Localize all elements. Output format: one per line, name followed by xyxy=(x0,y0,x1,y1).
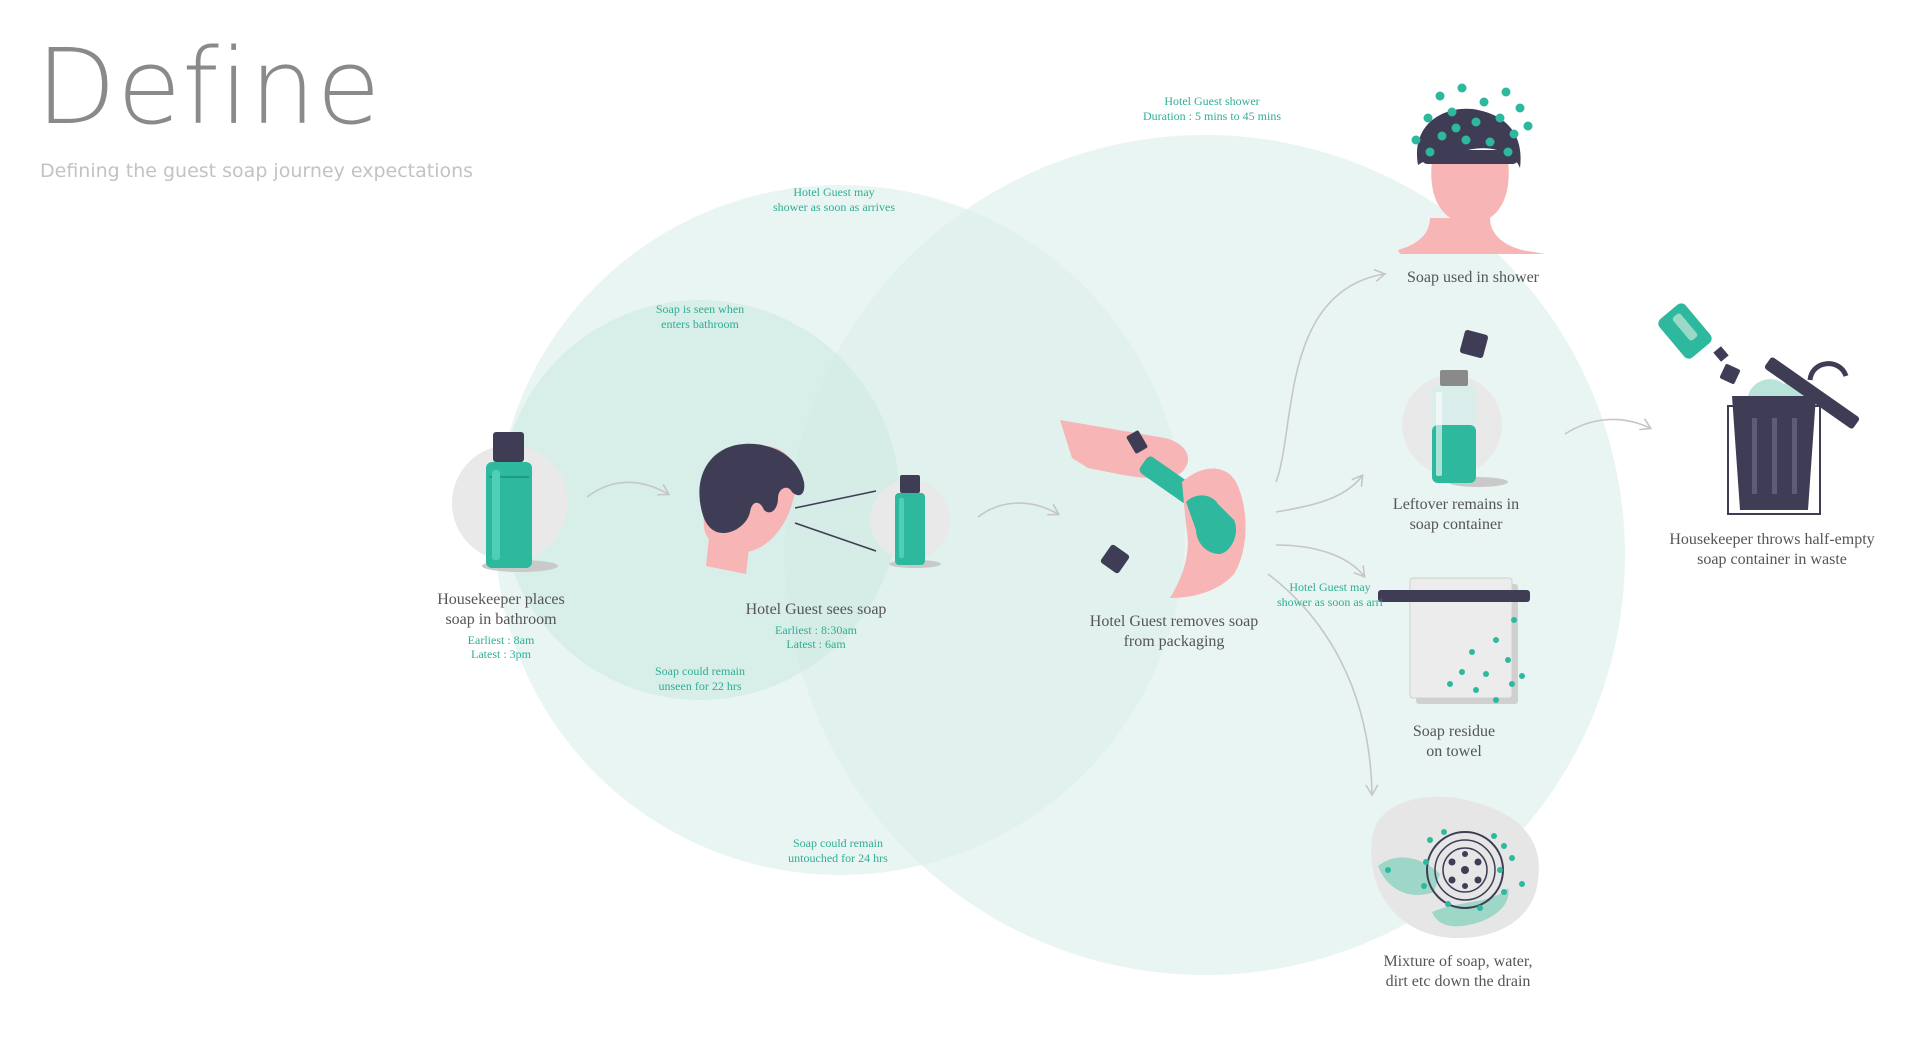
dot xyxy=(1441,829,1447,835)
dot xyxy=(1457,83,1467,93)
dot xyxy=(1461,135,1471,145)
step-label-soap-used-in-shower: Soap used in shower xyxy=(1407,269,1539,286)
dot xyxy=(1477,905,1483,911)
dot xyxy=(1519,881,1525,887)
dot xyxy=(1448,876,1456,884)
dot xyxy=(1448,858,1456,866)
dot xyxy=(1451,123,1461,133)
dot xyxy=(1485,137,1495,147)
dot xyxy=(1447,107,1457,117)
soap-residue-dots xyxy=(1447,617,1525,703)
dot xyxy=(1519,673,1525,679)
arrow-to-leftover xyxy=(1275,473,1364,513)
drain-soap-dots xyxy=(1385,829,1525,911)
leftover-soap-bottle-icon xyxy=(1402,329,1508,487)
dot xyxy=(1447,681,1453,687)
dot xyxy=(1423,859,1429,865)
dot xyxy=(1495,113,1505,123)
small-soap-bottle-icon xyxy=(870,475,950,568)
arrow-to-towel xyxy=(1275,544,1366,578)
dot xyxy=(1459,669,1465,675)
dot xyxy=(1437,131,1447,141)
dot xyxy=(1511,617,1517,623)
dot xyxy=(1474,876,1482,884)
towel-icon xyxy=(1378,577,1530,704)
dot xyxy=(1501,843,1507,849)
dot xyxy=(1497,867,1503,873)
flow-arrows xyxy=(586,268,1653,797)
soap-bottle-icon xyxy=(452,432,568,572)
arrow-to-shower xyxy=(1275,268,1387,483)
dot xyxy=(1462,883,1468,889)
guest-head-icon xyxy=(699,443,877,574)
dot xyxy=(1523,121,1533,131)
drain-holes xyxy=(1448,851,1482,889)
dot xyxy=(1491,833,1497,839)
dot xyxy=(1421,883,1427,889)
dot xyxy=(1445,901,1451,907)
dot xyxy=(1509,129,1519,139)
dot xyxy=(1505,657,1511,663)
arrow-to-drain xyxy=(1267,573,1379,797)
dot xyxy=(1515,103,1525,113)
dot xyxy=(1461,866,1469,874)
arrow-sees-to-removes xyxy=(977,502,1061,518)
dot xyxy=(1474,858,1482,866)
soap-bubbles xyxy=(1411,83,1533,157)
dot xyxy=(1435,91,1445,101)
arrow-place-to-sees xyxy=(586,481,671,498)
dot xyxy=(1411,135,1421,145)
dot xyxy=(1469,649,1475,655)
dot xyxy=(1423,113,1433,123)
page-title: Define xyxy=(36,26,382,148)
dot xyxy=(1503,147,1513,157)
step-label-drain-mixture: Mixture of soap, water,dirt etc down the… xyxy=(1383,953,1533,990)
dot xyxy=(1471,117,1481,127)
dot xyxy=(1509,855,1515,861)
dot xyxy=(1427,837,1433,843)
dot xyxy=(1493,637,1499,643)
dot xyxy=(1501,87,1511,97)
dot xyxy=(1479,97,1489,107)
dot xyxy=(1425,147,1435,157)
hands-opening-soap-icon xyxy=(1060,420,1246,598)
dot xyxy=(1385,867,1391,873)
dot xyxy=(1509,681,1515,687)
dot xyxy=(1501,889,1507,895)
dot xyxy=(1462,851,1468,857)
waste-bin-icon xyxy=(1658,303,1860,515)
arrow-to-waste xyxy=(1564,418,1653,435)
page-subtitle: Defining the guest soap journey expectat… xyxy=(40,160,474,182)
dot xyxy=(1483,671,1489,677)
dot xyxy=(1493,697,1499,703)
dot xyxy=(1473,687,1479,693)
